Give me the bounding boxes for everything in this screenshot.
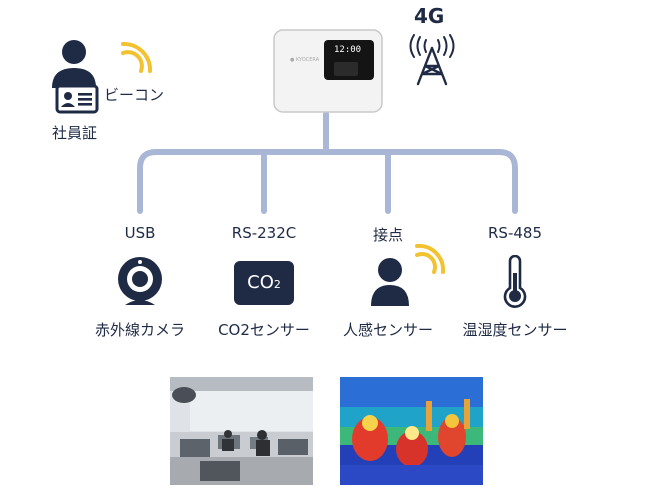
svg-text:● KYOCERA: ● KYOCERA [290,57,320,63]
co2-icon-main: CO [247,272,274,293]
port-label-usb: USB [124,224,156,242]
thermal-camera-photo [340,377,483,485]
beacon-label: ビーコン [104,86,165,104]
sensor-label-ir-camera: 赤外線カメラ [94,321,186,339]
co2-icon-sub: 2 [273,278,281,291]
sensor-label-temp-humidity: 温湿度センサー [462,321,568,339]
port-label-rs485: RS-485 [488,224,542,242]
sensor-label-motion: 人感センサー [342,321,434,339]
motion-wave-icon [414,243,446,275]
badge-label: 社員証 [52,124,98,142]
office-photo [170,377,313,485]
router-device: ● KYOCERA 12:00 [272,28,384,114]
person-icon [368,256,412,308]
camera-icon [116,255,164,309]
port-label-rs232c: RS-232C [231,224,297,242]
beacon-wave-icon [120,40,154,74]
port-label-contact: 接点 [372,226,404,244]
employee-icon [47,38,103,114]
thermometer-icon [503,255,527,309]
co2-icon: CO2 [234,261,294,305]
network-label: 4G [414,4,445,28]
router-display: 12:00 [334,45,362,55]
sensor-label-co2: CO2センサー [218,321,310,339]
cell-tower-icon [405,34,459,86]
